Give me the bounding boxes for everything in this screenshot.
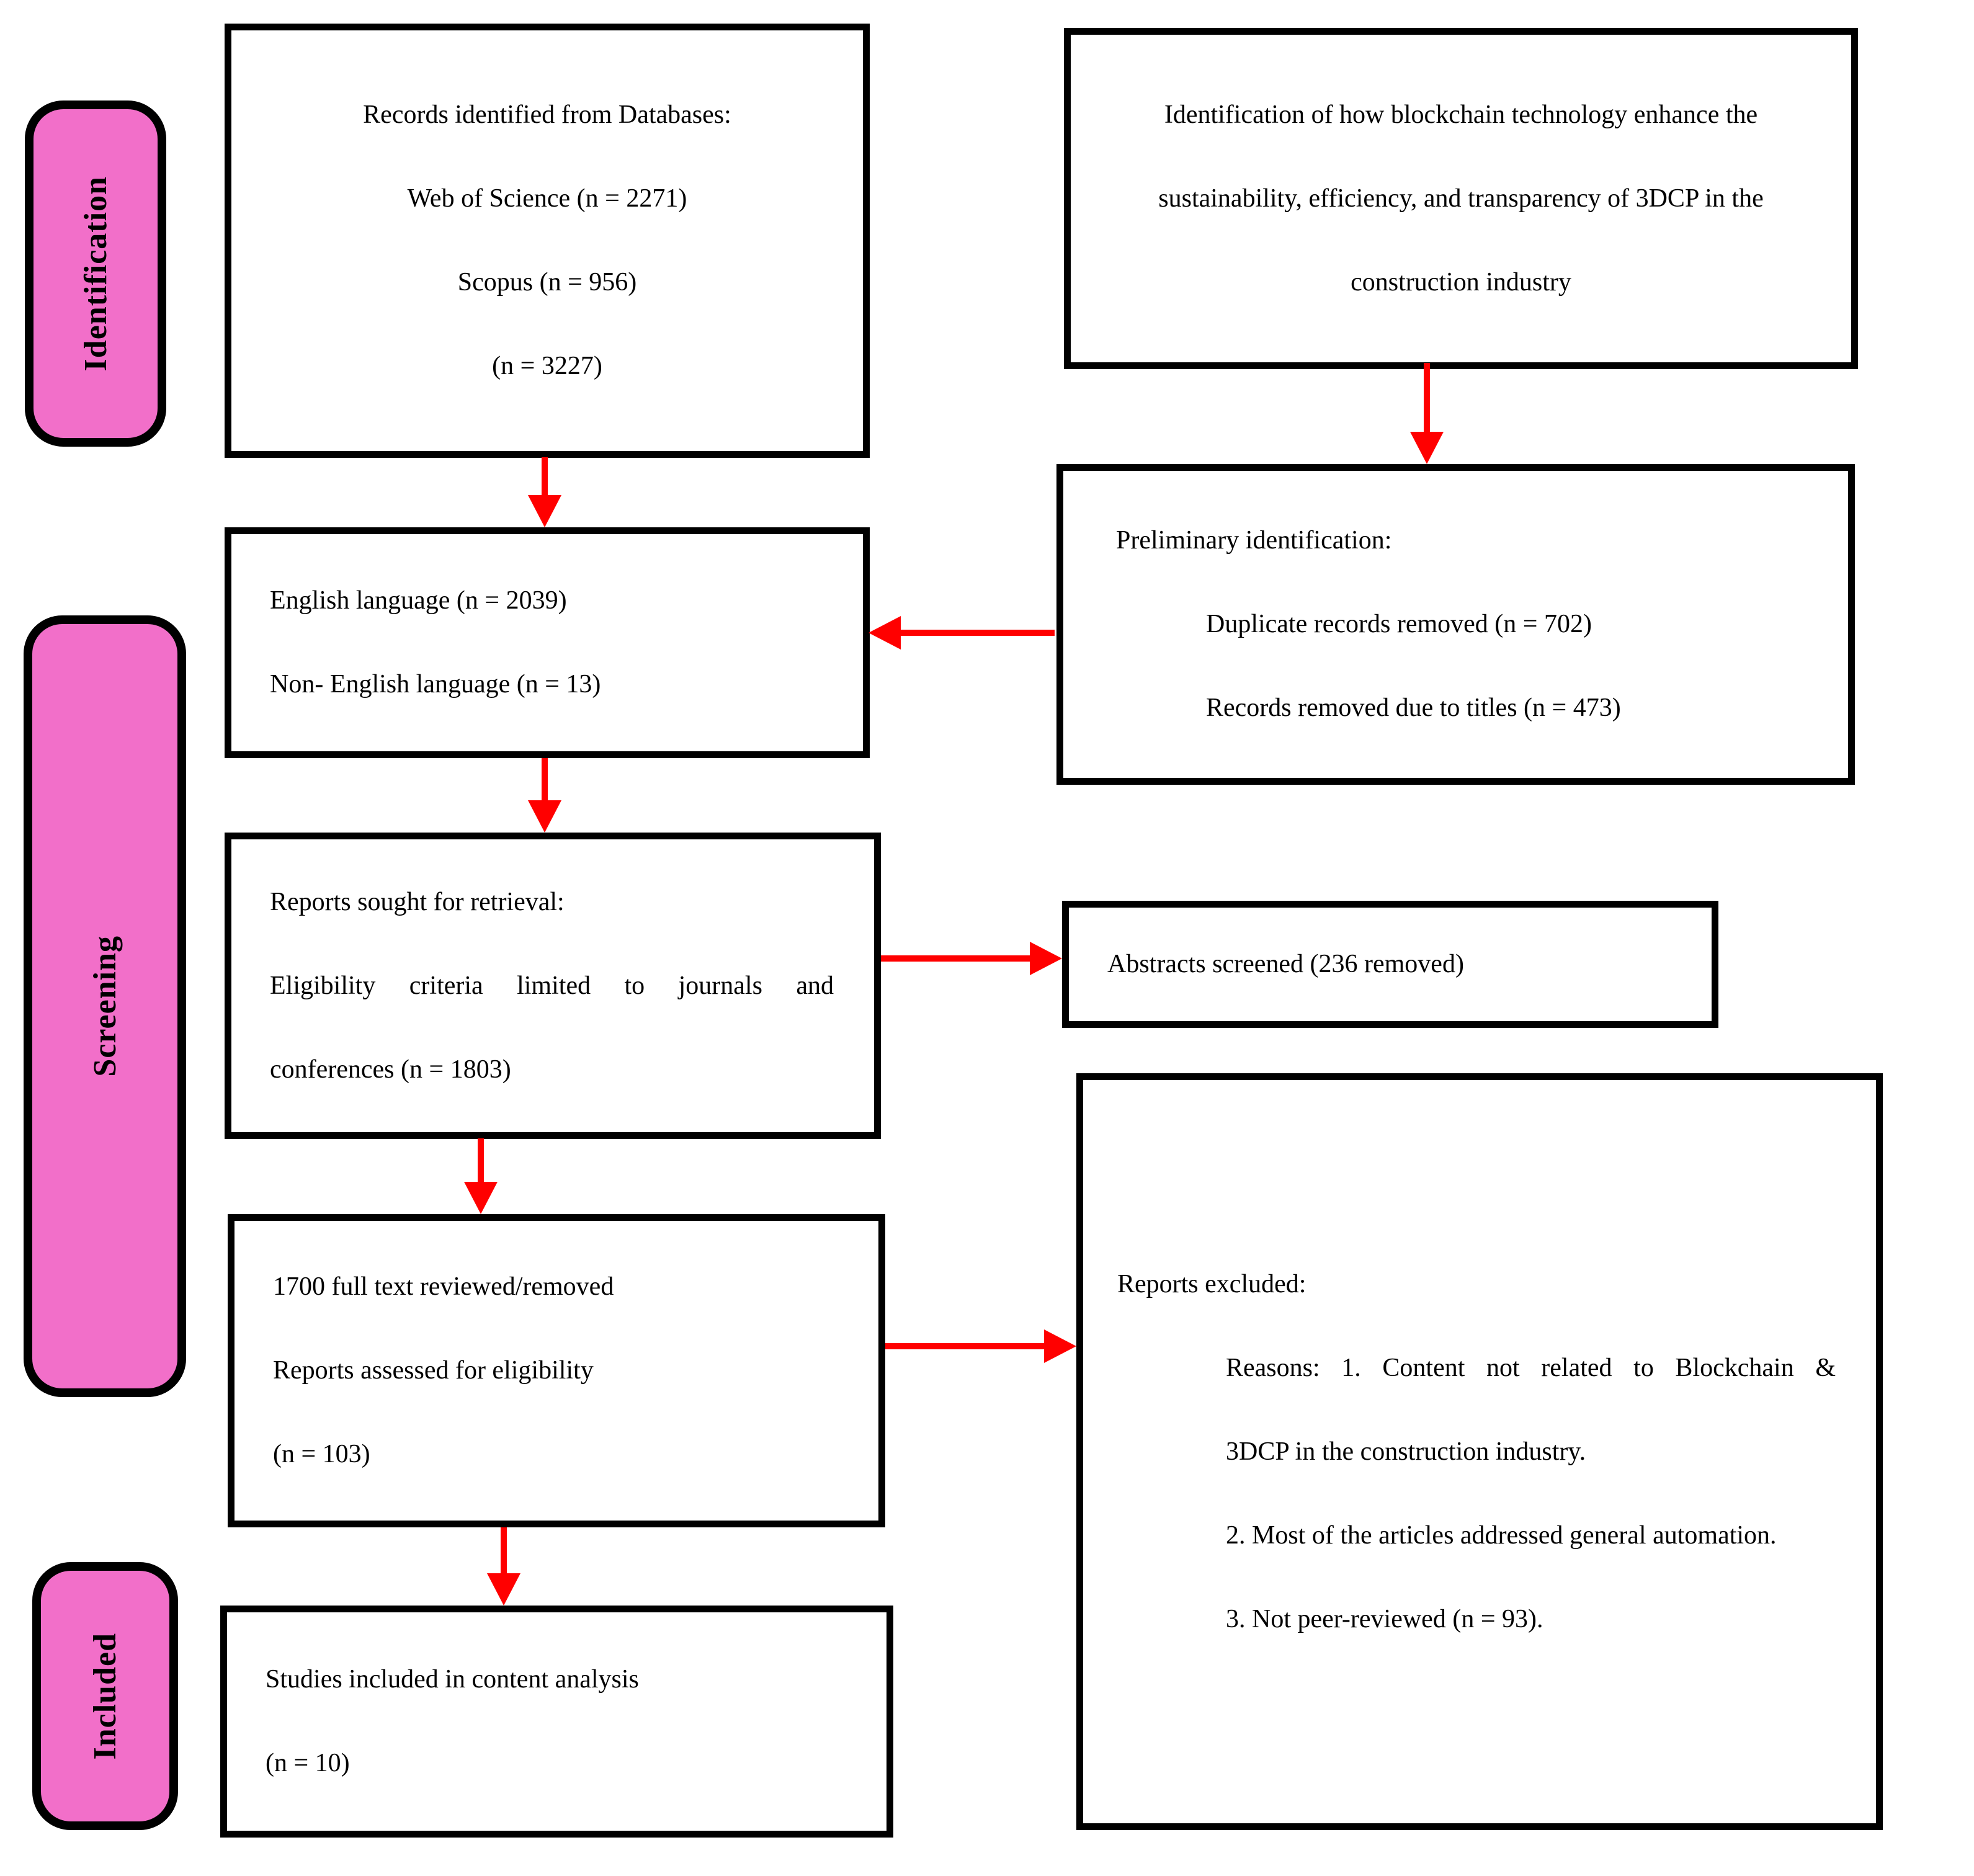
arrow-down-icon [1410, 432, 1444, 464]
excluded-line: Reasons: 1. Content not related to Block… [1226, 1353, 1836, 1382]
box-fulltext-reviewed: 1700 full text reviewed/removed Reports … [228, 1214, 885, 1527]
records-line: Records identified from Databases: [363, 100, 731, 129]
excluded-line: 3. Not peer-reviewed (n = 93). [1226, 1604, 1543, 1633]
box-abstracts-screened: Abstracts screened (236 removed) [1062, 901, 1718, 1028]
box-preliminary-identification: Preliminary identification: Duplicate re… [1056, 464, 1855, 785]
fulltext-line: 1700 full text reviewed/removed [273, 1272, 614, 1301]
preliminary-line: Preliminary identification: [1116, 526, 1392, 555]
excluded-line: Reports excluded: [1117, 1269, 1306, 1298]
research-question-line: sustainability, efficiency, and transpar… [1158, 184, 1764, 213]
arrow-stem [478, 1138, 484, 1182]
stage-included: Included [32, 1562, 178, 1830]
arrow-down-icon [487, 1573, 520, 1606]
arrow-right-icon [1044, 1329, 1076, 1363]
fulltext-line: Reports assessed for eligibility [273, 1356, 594, 1385]
research-question-line: construction industry [1351, 267, 1571, 297]
research-question-line: Identification of how blockchain technol… [1164, 100, 1758, 129]
box-reports-excluded: Reports excluded: Reasons: 1. Content no… [1076, 1073, 1883, 1830]
included-line: Studies included in content analysis [266, 1665, 639, 1694]
stage-identification: Identification [25, 100, 166, 447]
arrow-left-icon [869, 616, 901, 650]
language-line: Non- English language (n = 13) [270, 670, 601, 699]
arrow-stem [881, 955, 1030, 962]
reports-sought-line: conferences (n = 1803) [270, 1055, 511, 1084]
arrow-right-icon [1030, 942, 1062, 975]
arrow-stem [1424, 363, 1430, 432]
arrow-stem [542, 758, 548, 800]
arrow-stem [542, 457, 548, 495]
fulltext-line: (n = 103) [273, 1440, 370, 1468]
arrow-stem [901, 630, 1055, 636]
records-line: Scopus (n = 956) [457, 268, 637, 297]
arrow-stem [885, 1343, 1044, 1349]
language-line: English language (n = 2039) [270, 586, 567, 615]
box-studies-included: Studies included in content analysis (n … [220, 1606, 893, 1838]
excluded-line: 2. Most of the articles addressed genera… [1226, 1521, 1777, 1550]
box-language-screen: English language (n = 2039) Non- English… [225, 527, 870, 758]
records-line: Web of Science (n = 2271) [407, 184, 687, 213]
stage-screening-label: Screening [87, 936, 123, 1077]
stage-screening: Screening [24, 615, 186, 1397]
arrow-down-icon [528, 495, 561, 527]
preliminary-line: Records removed due to titles (n = 473) [1206, 694, 1621, 722]
arrow-down-icon [464, 1182, 498, 1214]
box-research-question: Identification of how blockchain technol… [1064, 28, 1858, 369]
arrow-stem [501, 1527, 507, 1573]
abstracts-line: Abstracts screened (236 removed) [1107, 950, 1464, 978]
stage-identification-label: Identification [78, 176, 114, 372]
arrow-down-icon [528, 800, 561, 833]
box-reports-sought: Reports sought for retrieval: Eligibilit… [225, 833, 881, 1139]
box-records-identified: Records identified from Databases: Web o… [225, 24, 870, 458]
preliminary-line: Duplicate records removed (n = 702) [1206, 610, 1592, 638]
included-line: (n = 10) [266, 1749, 350, 1777]
reports-sought-line: Eligibility criteria limited to journals… [270, 971, 834, 1000]
excluded-line: 3DCP in the construction industry. [1226, 1437, 1586, 1466]
records-line: (n = 3227) [492, 352, 602, 380]
stage-included-label: Included [87, 1632, 123, 1760]
reports-sought-line: Reports sought for retrieval: [270, 887, 565, 916]
